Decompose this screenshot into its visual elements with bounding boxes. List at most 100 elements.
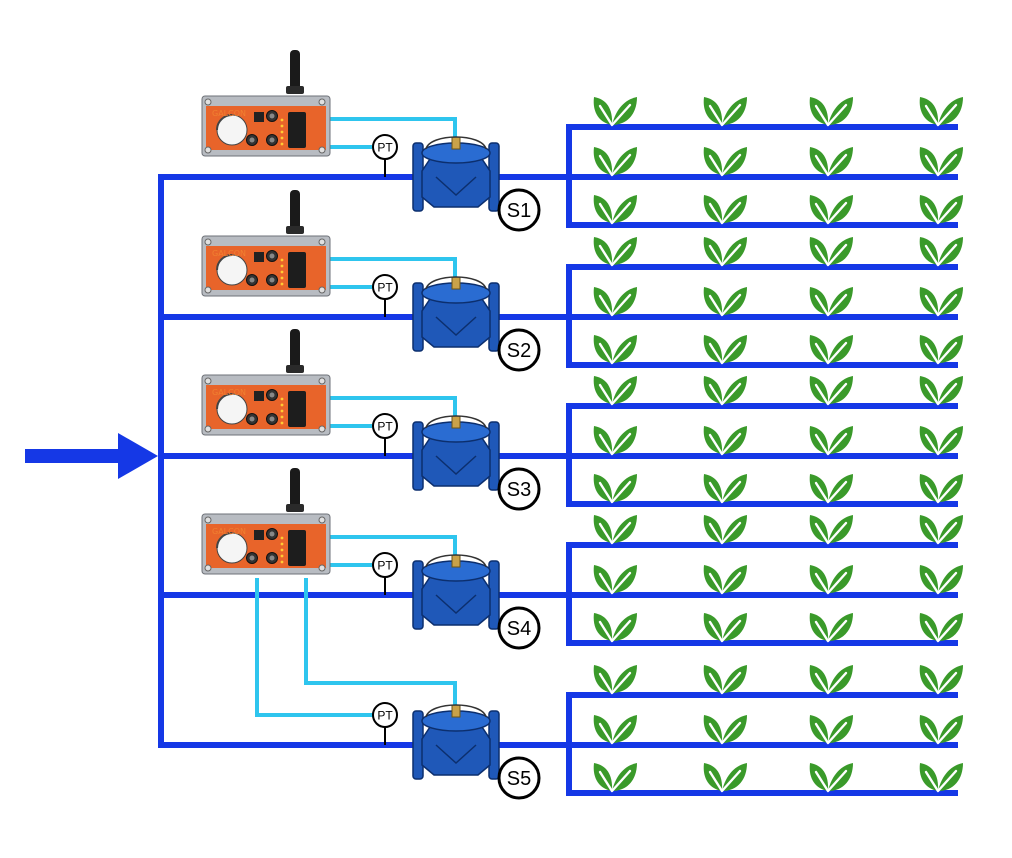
leaf-icon [703,426,747,456]
leaf-icon [593,715,637,745]
screw-icon [318,564,326,572]
leaf-icon [809,335,853,365]
screw-icon [204,286,212,294]
station-badge-circle [497,606,541,650]
control-tube [326,257,457,280]
leaf-icon [919,515,963,545]
leaf-icon [919,195,963,225]
screw-icon [318,286,326,294]
qr-code-icon [254,252,264,262]
terminal-block-icon [288,530,306,566]
leaf-icon [809,715,853,745]
leaf-icon [593,515,637,545]
leaf-icon [703,376,747,406]
leaf-icon [703,565,747,595]
terminal-block-icon [288,391,306,427]
pipe-network [25,124,958,796]
sensor-tube [255,578,373,717]
leaf-icon [919,376,963,406]
leaf-icon [593,376,637,406]
leaf-icon [809,665,853,695]
station-badge-circle [497,328,541,372]
brand-label: GALCON [212,249,246,258]
screw-icon [204,238,212,246]
devices: PTS1GALCONPTS2GALCONPTS3GALCONPTS4GALCON… [201,50,541,800]
brand-label: GALCON [212,527,246,536]
leaf-icon [703,237,747,267]
screw-icon [204,564,212,572]
leaf-icon [919,565,963,595]
leaf-icon [809,565,853,595]
leaf-icon [809,287,853,317]
leaf-icon [919,97,963,127]
control-tube [326,117,457,140]
sensor-label: PT [377,709,393,723]
control-tube [304,578,457,708]
irrigation-controller-icon: GALCON [201,50,331,157]
screw-icon [204,377,212,385]
control-tubes [255,117,457,717]
leaf-icon [593,565,637,595]
station-badge-circle [497,756,541,800]
leaf-icon [703,613,747,643]
leaf-icon [919,763,963,793]
sensor-label: PT [377,420,393,434]
antenna-icon [290,329,300,369]
control-tube [326,396,457,419]
leaf-icon [919,613,963,643]
pressure-transmitter: PT [372,134,398,177]
leaf-icon [593,474,637,504]
arrow-right-icon [25,433,158,479]
leaf-icon [809,515,853,545]
irrigation-controller-icon: GALCON [201,468,331,575]
leaf-icon [809,97,853,127]
station-label: S5 [507,768,531,790]
sensor-circle [372,552,398,578]
station-badge-circle [497,188,541,232]
leaf-icon [809,613,853,643]
brand-label: GALCON [212,109,246,118]
leaf-icon [919,665,963,695]
control-valve-icon [412,276,500,352]
leaf-icon [919,715,963,745]
leaf-icon [703,715,747,745]
leaf-icon [593,237,637,267]
station-badge: S4 [497,606,541,650]
screw-icon [318,146,326,154]
station-label: S3 [507,479,531,501]
station-badge-circle [497,467,541,511]
station-badge: S5 [497,756,541,800]
pressure-transmitter: PT [372,413,398,456]
leaf-icon [593,665,637,695]
leaf-icon [919,335,963,365]
station-label: S1 [507,200,531,222]
qr-code-icon [254,391,264,401]
station-badge: S1 [497,188,541,232]
screw-icon [318,377,326,385]
brand-label: GALCON [212,388,246,397]
qr-code-icon [254,530,264,540]
leaf-icon [919,287,963,317]
screw-icon [204,146,212,154]
leaf-icon [593,763,637,793]
control-valve-icon [412,136,500,212]
leaf-icon [593,613,637,643]
station-badge: S2 [497,328,541,372]
antenna-icon [290,50,300,90]
screw-icon [204,516,212,524]
pressure-transmitter: PT [372,274,398,317]
terminal-block-icon [288,252,306,288]
leaf-icon [919,426,963,456]
antenna-icon [290,468,300,508]
station-label: S4 [507,618,531,640]
leaf-icon [703,474,747,504]
sensor-circle [372,413,398,439]
leaf-icon [593,195,637,225]
sensor-label: PT [377,559,393,573]
leaf-icon [593,426,637,456]
qr-code-icon [254,112,264,122]
leaf-icon [593,335,637,365]
leaf-icon [703,147,747,177]
leaf-icon [703,97,747,127]
